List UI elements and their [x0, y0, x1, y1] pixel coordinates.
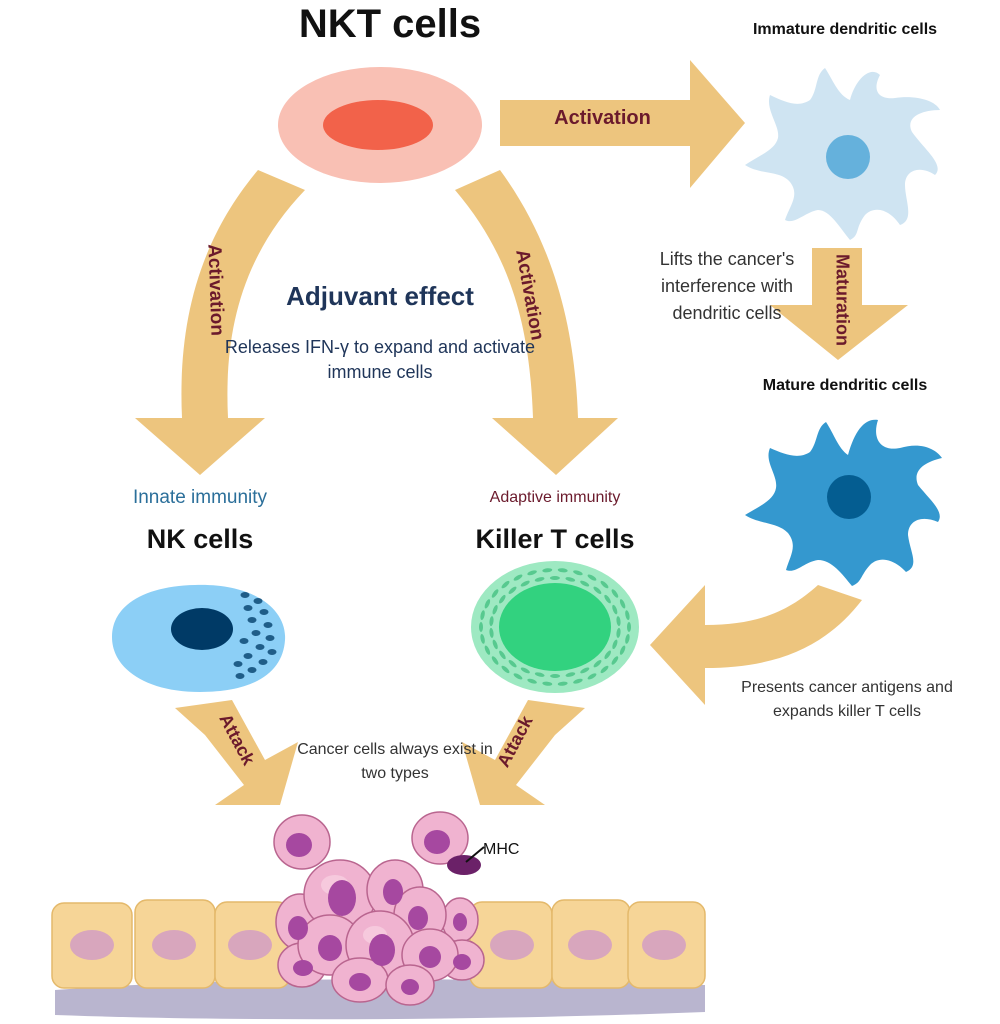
killer-t-spike [565, 577, 576, 582]
cancer-cell-left [273, 814, 331, 870]
killer-t-spike [611, 589, 619, 598]
killer-t-spike [580, 580, 590, 587]
killer-t-spike [491, 589, 499, 598]
killer-t-spike [480, 610, 485, 621]
lifts-interference-text: Lifts the cancer's interference with den… [659, 249, 795, 323]
killer-t-spike [604, 594, 611, 604]
activation-arrow-right [455, 170, 618, 475]
nkt-title: NKT cells [298, 2, 482, 46]
killer-t-spike [520, 667, 530, 674]
killer-t-spike [489, 627, 494, 638]
killer-t-spike [484, 645, 491, 655]
cancer-two-types-text: Cancer cells always exist in two types [297, 741, 493, 782]
maturation-label: Maturation [832, 254, 852, 346]
killer-t-spike [604, 650, 611, 660]
killer-t-spike [527, 570, 537, 576]
killer-t-spike [534, 577, 545, 582]
killer-t-spike [616, 616, 621, 627]
killer-t-spike [491, 656, 499, 665]
innate-immunity-label: Innate immunity [132, 487, 268, 508]
killer-t-spike [593, 586, 602, 594]
killer-t-spike [549, 576, 560, 580]
immature-dendritic-cell [745, 68, 940, 240]
killer-t-spike [600, 580, 609, 589]
nkt-cell [278, 67, 482, 183]
mature-dc-label: Mature dendritic cells [762, 377, 928, 394]
activation-arrow-left [135, 170, 305, 475]
adaptive-immunity-label: Adaptive immunity [489, 489, 621, 506]
killer-t-spike [527, 678, 537, 684]
cancer-cell-right [411, 811, 469, 865]
killer-t-spike [587, 673, 597, 680]
killer-t-cells-title: Killer T cells [475, 524, 635, 554]
killer-t-spike [619, 645, 626, 655]
mhc-label: MHC [483, 841, 520, 858]
killer-t-spike [625, 633, 630, 644]
immature-dc-label: Immature dendritic cells [752, 21, 938, 38]
killer-t-spike [542, 681, 553, 686]
killer-t-spike [619, 599, 626, 609]
killer-t-spike [573, 678, 583, 684]
killer-t-spike [513, 673, 523, 680]
mhc-molecule [447, 846, 485, 875]
killer-t-spike [508, 586, 517, 594]
killer-t-spike [513, 574, 523, 581]
maturation-arrow [770, 248, 908, 360]
killer-t-spike [612, 604, 618, 615]
killer-t-spike [580, 667, 590, 674]
mature-dendritic-cell [745, 419, 942, 586]
killer-t-spike [492, 639, 498, 650]
killer-t-spike [625, 610, 630, 621]
activation-label-top: Activation [554, 107, 651, 129]
killer-t-spike [550, 674, 561, 678]
killer-t-spike [520, 580, 530, 587]
attack-arrow-left [175, 700, 298, 805]
activation-arrow-top [500, 60, 745, 188]
killer-t-spike [479, 622, 483, 632]
killer-t-spike [600, 665, 609, 674]
killer-t-spike [492, 604, 498, 615]
killer-t-spike [616, 627, 621, 638]
killer-t-spike [501, 580, 510, 589]
killer-t-spike [565, 672, 576, 677]
adjuvant-title: Adjuvant effect [286, 281, 474, 311]
attack-arrow-right [462, 700, 585, 805]
killer-t-spike [557, 681, 568, 686]
killer-t-spike [499, 650, 506, 660]
killer-t-spike [611, 656, 619, 665]
activation-label-left: Activation [203, 244, 227, 337]
killer-t-spike [484, 599, 491, 609]
nk-cell [112, 584, 286, 692]
killer-t-spike [573, 570, 583, 576]
killer-t-spike [480, 633, 485, 644]
presenting-arrow [650, 585, 862, 705]
killer-t-spike [557, 568, 568, 573]
killer-t-spike [501, 665, 510, 674]
killer-t-spike [612, 639, 618, 650]
nk-cells-title: NK cells [146, 524, 254, 554]
killer-t-spike [534, 672, 545, 677]
cancer-cluster [275, 859, 485, 1006]
tissue-layer [51, 899, 706, 1020]
killer-t-spike [542, 568, 553, 573]
adjuvant-body: Releases IFN-γ to expand and activate im… [224, 337, 536, 382]
presents-antigens-text: Presents cancer antigens and expands kil… [741, 679, 953, 720]
killer-t-spike [489, 616, 494, 627]
killer-t-spike [508, 660, 517, 668]
killer-t-spike [587, 574, 597, 581]
killer-t-spike [627, 622, 631, 632]
killer-t-spike [499, 594, 506, 604]
killer-t-spike [593, 660, 602, 668]
killer-t-cell [471, 561, 639, 693]
